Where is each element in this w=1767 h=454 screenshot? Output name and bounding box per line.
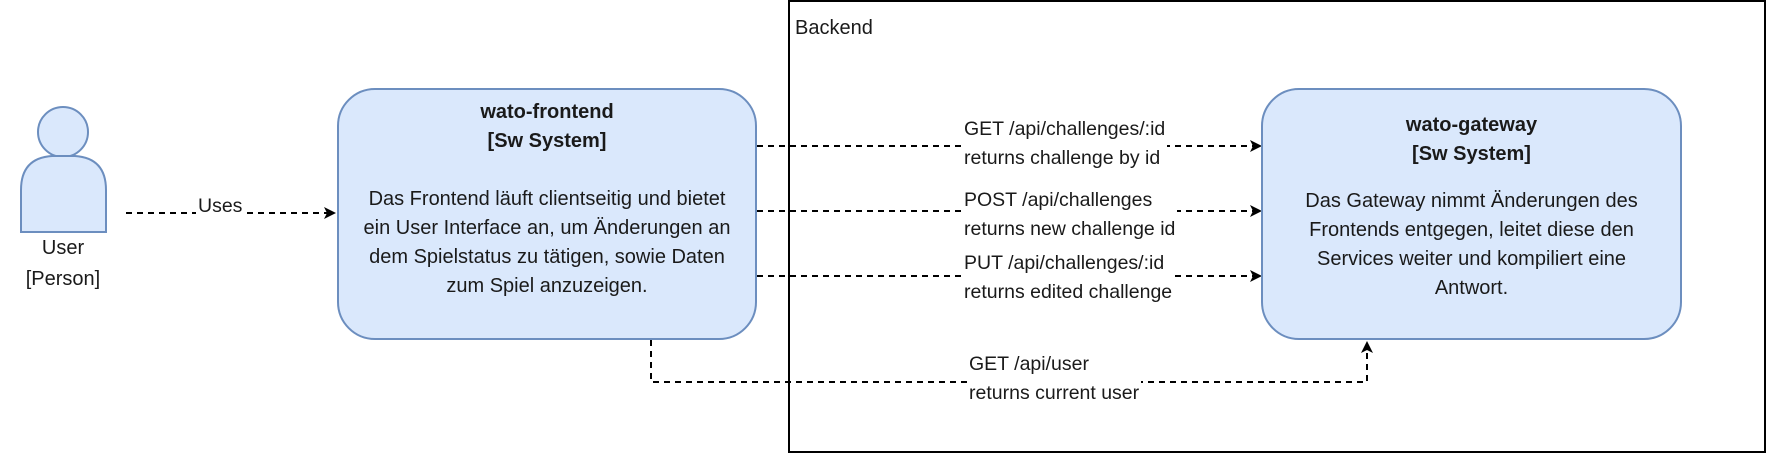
gateway-node-description: Das Gateway nimmt Änderungen des Fronten… — [1305, 190, 1638, 299]
backend-boundary — [788, 0, 1766, 453]
edge-post-challenge-label-line1: POST /api/challenges — [964, 189, 1153, 211]
edge-post-challenge-label-line2: returns new challenge id — [964, 218, 1176, 240]
edge-put-challenge-label: PUT /api/challenges/:id returns edited c… — [962, 249, 1175, 307]
edge-get-challenge-label: GET /api/challenges/:id returns challeng… — [962, 115, 1168, 173]
user-actor-label: User [Person] — [3, 233, 123, 295]
edge-get-user-label-line1: GET /api/user — [969, 353, 1089, 375]
edge-get-user-label: GET /api/user returns current user — [967, 350, 1142, 408]
user-actor-type: [Person] — [25, 268, 101, 290]
edge-put-challenge-label-line2: returns edited challenge — [964, 281, 1173, 303]
edge-uses-label: Uses — [196, 192, 245, 221]
frontend-node-name: wato-frontend — [480, 101, 614, 123]
gateway-node[interactable]: wato-gateway [Sw System] Das Gateway nim… — [1261, 88, 1682, 340]
user-actor-icon — [20, 106, 107, 233]
user-actor-name: User — [41, 237, 85, 259]
edge-get-challenge-label-line1: GET /api/challenges/:id — [964, 118, 1166, 140]
frontend-node[interactable]: wato-frontend [Sw System] Das Frontend l… — [337, 88, 757, 340]
edge-get-user-label-line2: returns current user — [969, 382, 1140, 404]
edge-post-challenge-label: POST /api/challenges returns new challen… — [962, 186, 1178, 244]
gateway-node-type: [Sw System] — [1412, 143, 1531, 165]
edge-put-challenge-label-line1: PUT /api/challenges/:id — [964, 252, 1165, 274]
backend-boundary-label: Backend — [795, 17, 873, 39]
gateway-node-name: wato-gateway — [1405, 114, 1538, 136]
frontend-node-type: [Sw System] — [487, 130, 607, 152]
frontend-node-description: Das Frontend läuft clientseitig und biet… — [363, 188, 731, 297]
edge-get-challenge-label-line2: returns challenge by id — [964, 147, 1161, 169]
